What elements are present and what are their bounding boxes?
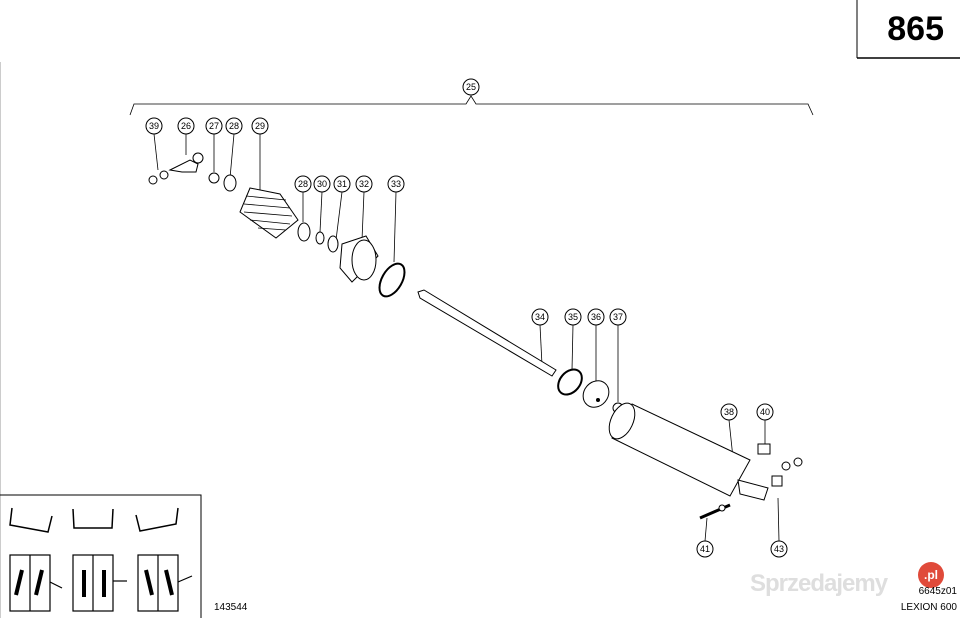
part-ring-30 bbox=[315, 231, 325, 245]
part-ball-joint-26 bbox=[168, 152, 204, 173]
svg-text:37: 37 bbox=[613, 312, 623, 322]
part-clamp-28b bbox=[297, 222, 311, 242]
svg-text:34: 34 bbox=[535, 312, 545, 322]
svg-text:38: 38 bbox=[724, 407, 734, 417]
svg-text:41: 41 bbox=[700, 544, 710, 554]
part-bushing-32 bbox=[339, 235, 379, 283]
part-o-ring-33 bbox=[378, 262, 406, 298]
arrows-right-icon bbox=[144, 569, 174, 596]
part-cylinder-38 bbox=[608, 402, 769, 501]
page-number: 865 bbox=[887, 10, 944, 48]
callout-28b[interactable]: 28 bbox=[294, 175, 312, 193]
callout-35[interactable]: 35 bbox=[564, 308, 582, 326]
svg-text:25: 25 bbox=[466, 82, 476, 92]
callout-38[interactable]: 38 bbox=[720, 403, 738, 421]
model-name: LEXION 600 bbox=[900, 602, 957, 613]
callout-28[interactable]: 28 bbox=[225, 117, 243, 135]
arrows-down-icon bbox=[82, 570, 106, 597]
part-piston-rod-34 bbox=[417, 289, 557, 377]
svg-text:39: 39 bbox=[149, 121, 159, 131]
callout-29[interactable]: 29 bbox=[251, 117, 269, 135]
header-sketch-tilt-left bbox=[9, 507, 53, 533]
callout-33[interactable]: 33 bbox=[387, 175, 405, 193]
part-bolt-41 bbox=[699, 503, 731, 520]
callout-40[interactable]: 40 bbox=[756, 403, 774, 421]
part-pin-43 bbox=[771, 475, 783, 487]
panel-arrows-right bbox=[137, 554, 193, 612]
callout-41[interactable]: 41 bbox=[696, 540, 714, 558]
watermark-text: Sprzedajemy bbox=[750, 570, 888, 597]
callout-26[interactable]: 26 bbox=[177, 117, 195, 135]
svg-text:30: 30 bbox=[317, 179, 327, 189]
location-legend bbox=[0, 494, 202, 618]
svg-text:36: 36 bbox=[591, 312, 601, 322]
callout-37[interactable]: 37 bbox=[609, 308, 627, 326]
callout-32[interactable]: 32 bbox=[355, 175, 373, 193]
part-bellows-29 bbox=[239, 187, 299, 239]
svg-text:40: 40 bbox=[760, 407, 770, 417]
svg-text:26: 26 bbox=[181, 121, 191, 131]
callout-30[interactable]: 30 bbox=[313, 175, 331, 193]
panel-arrows-left bbox=[9, 554, 63, 612]
svg-text:31: 31 bbox=[337, 179, 347, 189]
svg-text:27: 27 bbox=[209, 121, 219, 131]
part-ring-31 bbox=[327, 235, 339, 253]
callout-27[interactable]: 27 bbox=[205, 117, 223, 135]
part-nut-39 bbox=[148, 170, 169, 185]
svg-text:29: 29 bbox=[255, 121, 265, 131]
leader-lines bbox=[153, 133, 780, 542]
callout-31[interactable]: 31 bbox=[333, 175, 351, 193]
svg-text:32: 32 bbox=[359, 179, 369, 189]
watermark-badge: .pl bbox=[918, 562, 944, 588]
callout-25[interactable]: 25 bbox=[462, 78, 480, 96]
callout-36[interactable]: 36 bbox=[587, 308, 605, 326]
part-guide-36 bbox=[582, 380, 610, 408]
svg-text:43: 43 bbox=[774, 544, 784, 554]
callout-34[interactable]: 34 bbox=[531, 308, 549, 326]
arrows-left-icon bbox=[14, 569, 44, 596]
svg-text:28: 28 bbox=[298, 179, 308, 189]
assembly-bracket bbox=[129, 95, 814, 116]
part-nut-27 bbox=[208, 172, 220, 184]
reference-code: 6645z01 bbox=[918, 586, 957, 597]
header-sketch-level bbox=[72, 508, 114, 529]
panel-arrows-down bbox=[72, 554, 127, 612]
part-fitting-40 bbox=[757, 443, 803, 471]
legend-code: 143544 bbox=[214, 602, 248, 613]
svg-text:35: 35 bbox=[568, 312, 578, 322]
part-seal-35 bbox=[557, 368, 583, 396]
callout-39[interactable]: 39 bbox=[145, 117, 163, 135]
svg-text:33: 33 bbox=[391, 179, 401, 189]
header-sketch-tilt-right bbox=[135, 507, 179, 532]
part-clamp-28 bbox=[223, 174, 237, 192]
callout-43[interactable]: 43 bbox=[770, 540, 788, 558]
svg-text:28: 28 bbox=[229, 121, 239, 131]
